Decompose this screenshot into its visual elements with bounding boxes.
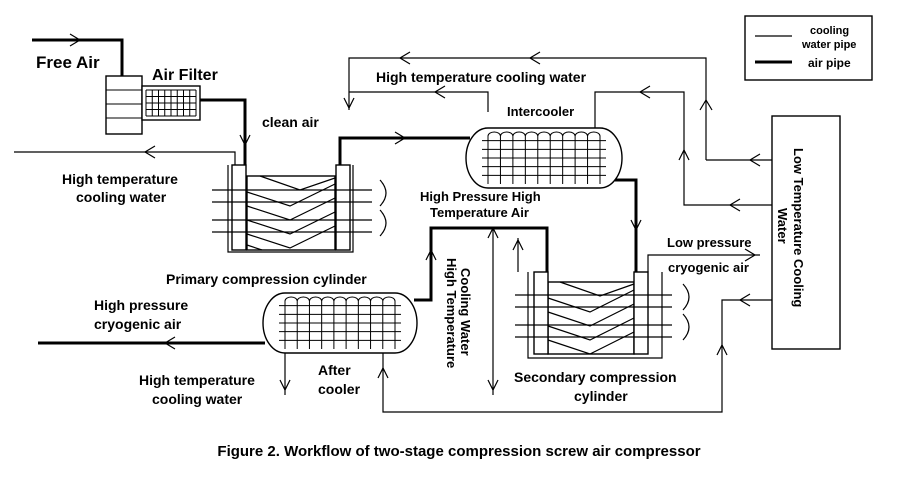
label-htcw-top: High temperature cooling water	[376, 69, 587, 85]
primary-shafts	[212, 189, 372, 233]
after-cooler	[262, 292, 418, 354]
intercooler-to-secondary-pipe	[615, 178, 638, 272]
label-after-cooler-2: cooler	[318, 381, 361, 397]
label-ltcw-2: Water	[775, 208, 790, 244]
arrow	[425, 248, 437, 261]
hot-water-return-top	[348, 57, 707, 160]
legend-air-label: air pipe	[808, 56, 851, 70]
arrow	[699, 98, 713, 111]
primary-end-plate-right	[335, 164, 351, 251]
air-filter-mesh	[145, 89, 197, 117]
label-ltcw-1: Low Temperature Cooling	[791, 148, 806, 307]
arrow	[377, 366, 389, 379]
arrow	[638, 85, 651, 99]
legend-box	[744, 15, 873, 81]
primary-jacket	[227, 165, 354, 253]
secondary-shafts	[515, 294, 672, 338]
arrow	[487, 226, 499, 239]
primary-rotation-arrows	[379, 179, 387, 237]
arrow	[163, 336, 176, 350]
label-secondary-cylinder-1: Secondary compression	[514, 369, 677, 385]
arrow	[738, 293, 751, 307]
primary-hot-out	[14, 151, 236, 165]
secondary-end-plate-left	[533, 271, 549, 355]
arrow	[394, 131, 407, 145]
ltcw-tank	[771, 115, 841, 350]
air-filter-housing	[105, 75, 143, 135]
arrow	[728, 198, 741, 212]
secondary-end-plate-right	[633, 271, 649, 355]
air-pipes	[32, 33, 642, 350]
label-primary-cylinder: Primary compression cylinder	[166, 271, 367, 287]
primary-to-intercooler-pipe	[338, 136, 470, 165]
labels: Free Air Air Filter clean air High tempe…	[36, 53, 806, 407]
secondary-rotor-helix	[547, 281, 635, 355]
label-secondary-cylinder-2: cylinder	[574, 388, 628, 404]
figure-caption: Figure 2. Workflow of two-stage compress…	[217, 443, 700, 460]
label-htcw-left-2: cooling water	[76, 189, 167, 205]
intercooler-hot-out	[349, 91, 489, 112]
air-filter	[105, 75, 201, 135]
primary-end-plate-left	[231, 164, 247, 251]
legend-cooling-label-2: water pipe	[801, 39, 856, 51]
label-htcw-left-1: High temperature	[62, 171, 178, 187]
arrow	[143, 145, 156, 159]
arrow	[716, 343, 728, 356]
label-lp-cryogenic-2: cryogenic air	[668, 260, 749, 275]
label-hpht-air-1: High Pressure High	[420, 189, 541, 204]
label-htcw-vertical-1: High Temperature	[444, 258, 459, 368]
aftercooler-tubes	[279, 296, 401, 349]
arrow	[69, 33, 82, 47]
arrow	[744, 248, 757, 262]
label-hpht-air-2: Temperature Air	[430, 205, 529, 220]
label-air-filter: Air Filter	[152, 67, 218, 84]
arrow	[239, 134, 251, 147]
intercooler-cold-in	[594, 91, 772, 206]
label-lp-cryogenic-1: Low pressure	[667, 235, 752, 250]
arrow	[748, 153, 761, 167]
intercooler	[465, 127, 623, 189]
label-htcw-bottom-1: High temperature	[139, 372, 255, 388]
arrow	[433, 85, 446, 99]
label-hp-cryogenic-1: High pressure	[94, 297, 188, 313]
free-air-pipe	[32, 38, 124, 76]
primary-compression-cylinder	[212, 164, 387, 253]
legend-cooling-label-1: cooling	[810, 25, 849, 37]
secondary-rotation-arrows	[682, 283, 690, 341]
arrow	[678, 148, 690, 161]
cooling-water-pipes	[14, 51, 772, 413]
intercooler-tubes	[482, 131, 606, 184]
arrow	[487, 379, 499, 392]
label-after-cooler-1: After	[318, 362, 351, 378]
aftercooler-cold-in	[382, 299, 772, 413]
hpht-air-pipe	[414, 226, 549, 302]
label-htcw-vertical-2: Cooling Water	[458, 268, 473, 356]
secondary-jacket	[527, 272, 663, 359]
label-free-air: Free Air	[36, 53, 100, 72]
arrow	[512, 238, 524, 251]
label-intercooler: Intercooler	[507, 104, 574, 119]
legend: cooling water pipe air pipe	[744, 15, 873, 81]
clean-air-pipe	[200, 98, 247, 165]
secondary-compression-cylinder	[515, 271, 690, 359]
secondary-hot-out	[647, 254, 760, 272]
arrow	[398, 51, 411, 65]
label-htcw-bottom-2: cooling water	[152, 391, 243, 407]
arrow	[343, 97, 355, 110]
arrow	[279, 379, 291, 392]
primary-rotor-body	[246, 175, 336, 251]
label-clean-air: clean air	[262, 114, 319, 130]
label-hp-cryogenic-2: cryogenic air	[94, 316, 182, 332]
arrow	[630, 219, 642, 232]
arrow	[528, 51, 541, 65]
